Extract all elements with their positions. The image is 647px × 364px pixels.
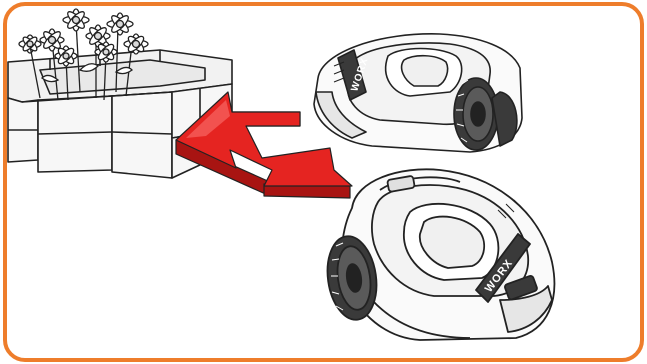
wheel-icon — [454, 78, 498, 150]
robot-mower-icon — [314, 34, 522, 152]
